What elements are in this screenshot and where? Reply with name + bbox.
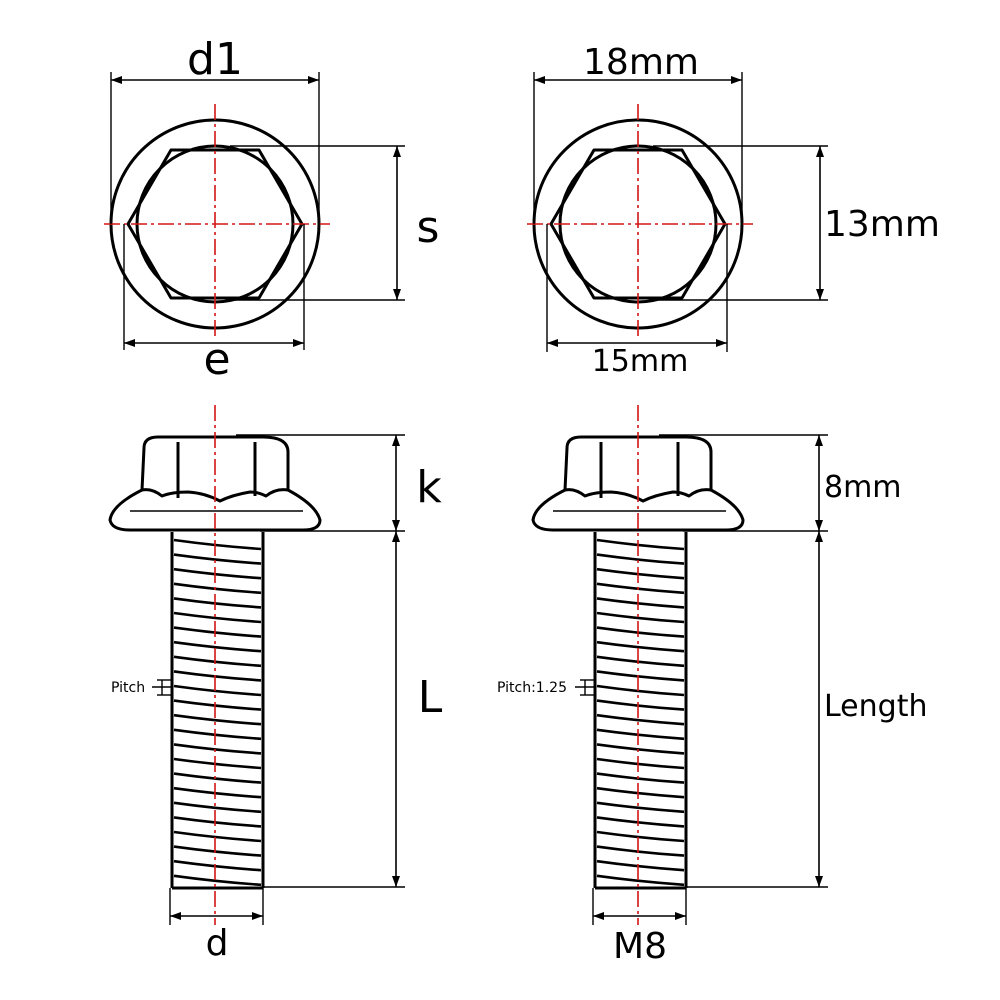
thread-crest bbox=[173, 626, 262, 638]
thread-crest bbox=[596, 626, 685, 638]
thread-crest bbox=[596, 830, 685, 843]
thread-crest bbox=[596, 757, 685, 770]
thread-crest bbox=[173, 640, 262, 653]
thread-crest bbox=[596, 728, 685, 741]
thread-crest bbox=[596, 859, 685, 872]
thread-crest bbox=[173, 567, 262, 580]
thread-crest bbox=[596, 786, 685, 799]
thread-crest bbox=[596, 611, 685, 624]
thread-crest bbox=[173, 830, 262, 843]
thread-crest bbox=[173, 743, 262, 755]
d-label: d bbox=[206, 923, 229, 964]
thread-crest bbox=[596, 597, 685, 609]
d1-value: 18mm bbox=[583, 42, 699, 83]
flange bbox=[531, 488, 745, 532]
hex-outline bbox=[126, 148, 304, 300]
k-value: 8mm bbox=[824, 470, 902, 505]
thread-crest bbox=[173, 684, 262, 697]
hex-head bbox=[140, 435, 290, 503]
e-value: 15mm bbox=[592, 344, 689, 379]
thread-crest bbox=[596, 713, 685, 726]
thread-crest bbox=[596, 772, 685, 784]
side-view-generic: k L d Pitch bbox=[108, 405, 443, 964]
thread-crest bbox=[596, 699, 685, 711]
thread-crest bbox=[173, 713, 262, 726]
thread-crest bbox=[173, 611, 262, 624]
thread-crest bbox=[596, 684, 685, 697]
top-view-generic: d1 s e bbox=[104, 34, 439, 385]
thread-crest bbox=[596, 670, 685, 682]
thread-crest bbox=[596, 655, 685, 668]
thread-crest bbox=[173, 597, 262, 609]
top-view-spec: 18mm 13mm 15mm bbox=[527, 42, 940, 379]
thread-crest bbox=[173, 582, 262, 595]
thread-crest bbox=[596, 845, 685, 857]
e-label: e bbox=[203, 334, 230, 385]
thread-crest bbox=[173, 845, 262, 857]
thread-crest bbox=[596, 874, 685, 887]
L-value: Length bbox=[824, 689, 927, 724]
d-value: M8 bbox=[613, 926, 667, 967]
thread-crest bbox=[173, 816, 262, 828]
side-view-spec: 8mm Length M8 Pitch:1.25 bbox=[497, 405, 927, 967]
L-label: L bbox=[418, 672, 443, 723]
s-label: s bbox=[417, 202, 440, 253]
flange bbox=[108, 488, 322, 532]
thread-crest bbox=[173, 670, 262, 682]
thread-crest bbox=[173, 553, 262, 565]
thread-crest bbox=[173, 786, 262, 799]
thread-crest bbox=[596, 816, 685, 828]
thread-crest bbox=[596, 582, 685, 595]
thread-crest bbox=[173, 874, 262, 887]
thread-crest bbox=[173, 699, 262, 711]
thread-crest bbox=[173, 757, 262, 770]
thread-lines bbox=[173, 538, 262, 887]
thread-crest bbox=[173, 859, 262, 872]
thread-crest bbox=[173, 728, 262, 741]
thread-crest bbox=[173, 772, 262, 784]
hex-outline bbox=[549, 148, 727, 300]
thread-crest bbox=[596, 801, 685, 814]
hex-head bbox=[563, 435, 713, 503]
thread-crest bbox=[596, 743, 685, 755]
thread-crest bbox=[596, 538, 685, 551]
thread-crest bbox=[596, 567, 685, 580]
thread-crest bbox=[173, 655, 262, 668]
pitch-label: Pitch bbox=[111, 680, 145, 696]
s-value: 13mm bbox=[824, 204, 940, 245]
thread-crest bbox=[596, 553, 685, 565]
k-label: k bbox=[416, 462, 442, 513]
thread-crest bbox=[173, 801, 262, 814]
d1-label: d1 bbox=[187, 34, 243, 85]
thread-crest bbox=[596, 640, 685, 653]
thread-lines bbox=[596, 538, 685, 887]
pitch-value: Pitch:1.25 bbox=[497, 680, 567, 696]
thread-crest bbox=[173, 538, 262, 551]
